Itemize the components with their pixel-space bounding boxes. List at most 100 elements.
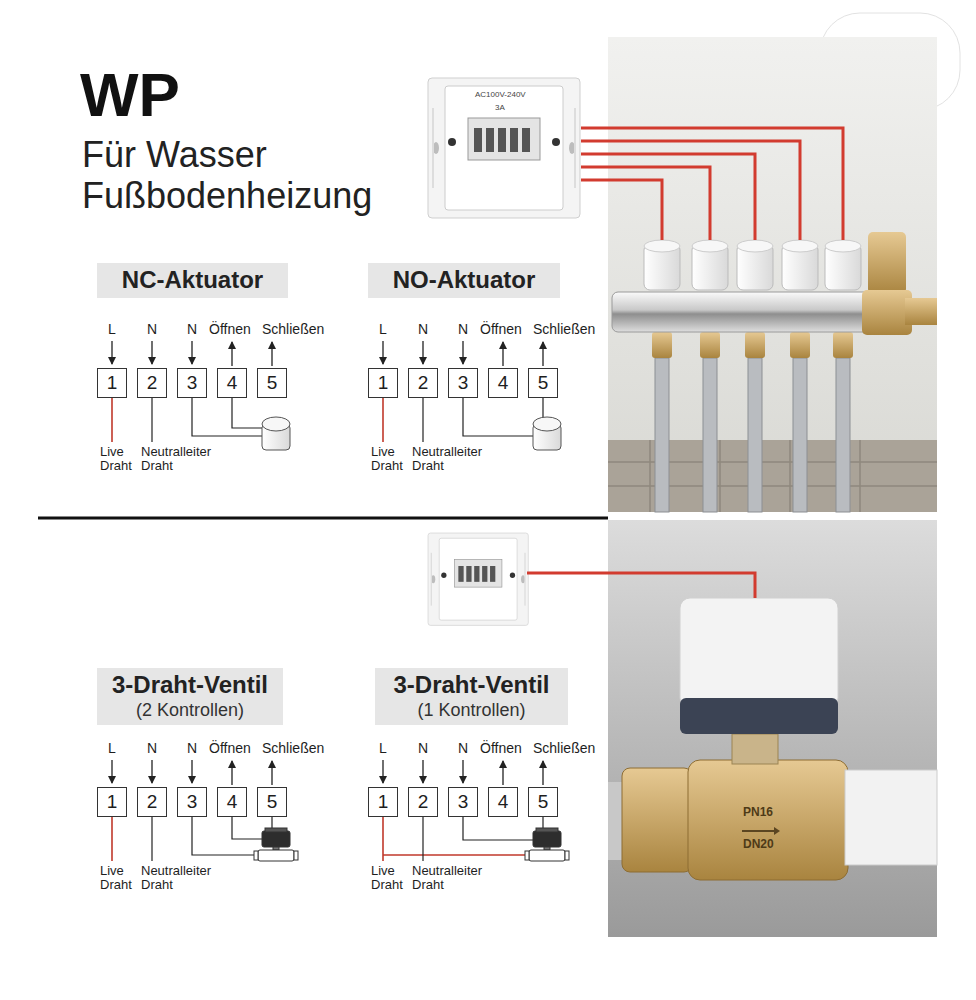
header-subtext: (1 Kontrollen): [417, 699, 525, 721]
terminal-box: 1: [97, 787, 127, 817]
wire-name: Live Draht: [371, 445, 415, 472]
wire: [151, 398, 152, 442]
manifold-photo: [745, 332, 765, 358]
thermostat-device: [428, 78, 580, 218]
terminal-box: 5: [257, 368, 287, 398]
actuator-symbol: [262, 417, 561, 450]
valve-symbol: [529, 850, 565, 861]
terminal-number: 4: [227, 369, 238, 396]
manifold-photo: [700, 332, 720, 358]
valve-photo: [622, 768, 692, 872]
thermostat-device: [428, 78, 580, 625]
terminal-box: 2: [408, 368, 438, 398]
wire: [542, 817, 543, 828]
terminal-number: 2: [418, 788, 429, 815]
signal-arrow: [151, 341, 152, 364]
wire: [542, 398, 543, 418]
signal-arrow: [111, 341, 112, 364]
signal-name: Schließen: [533, 321, 595, 337]
manifold-photo: [836, 358, 850, 512]
signal-name: N: [458, 740, 468, 756]
signal-arrow: [382, 341, 383, 364]
terminal-box: 1: [368, 368, 398, 398]
wire: [422, 817, 423, 861]
signal-name: L: [108, 321, 116, 337]
signal-arrow: [382, 760, 383, 783]
signal-arrow: [231, 761, 232, 785]
wire: [271, 817, 272, 828]
wire: [422, 398, 423, 442]
control-wire: [581, 180, 662, 240]
signal-name: Schließen: [262, 321, 324, 337]
terminal-box: 5: [257, 787, 287, 817]
signal-name: Öffnen: [480, 321, 522, 337]
terminal-box: 4: [217, 368, 247, 398]
terminal-number: 1: [107, 369, 118, 396]
manifold-photo: [833, 332, 853, 358]
valve-photo: [774, 827, 780, 835]
wire-name: Neutralleiter Draht: [141, 864, 225, 891]
signal-arrow: [542, 761, 543, 785]
wire: [232, 817, 262, 839]
manifold-photo: [825, 240, 861, 252]
title: WP: [80, 64, 180, 126]
signal-name: N: [458, 321, 468, 337]
signal-name: L: [108, 740, 116, 756]
terminal-number: 1: [107, 788, 118, 815]
wire: [192, 398, 262, 436]
terminal-box: 3: [448, 787, 478, 817]
manifold-photo: [868, 232, 906, 294]
signal-arrow: [462, 341, 463, 364]
terminal-box: 1: [97, 368, 127, 398]
control-wire: [581, 128, 843, 240]
terminal-box: 2: [137, 787, 167, 817]
valve-photo: [688, 760, 848, 880]
valve-photo: [608, 520, 937, 937]
manifold-photo: [652, 332, 672, 358]
signal-name: N: [147, 321, 157, 337]
header-subtext: (2 Kontrollen): [136, 699, 244, 721]
signal-name: N: [187, 321, 197, 337]
valve-marking: PN16: [743, 806, 773, 820]
section-divider: [38, 517, 608, 520]
terminal-number: 3: [458, 369, 469, 396]
wire: [232, 398, 262, 428]
header-text: 3-Draht-Ventil: [393, 671, 549, 699]
signal-name: N: [147, 740, 157, 756]
device-rating: AC100V-240V: [475, 90, 526, 99]
manifold-photo: [644, 240, 680, 252]
section-header: NO-Aktuator: [368, 263, 560, 298]
terminal-number: 1: [378, 788, 389, 815]
terminal-box: 1: [368, 787, 398, 817]
manifold-photo: [737, 240, 773, 252]
control-wire: [527, 573, 755, 598]
control-wire: [581, 154, 755, 240]
actuator-symbol: [533, 417, 561, 431]
terminal-box: 2: [137, 368, 167, 398]
terminal-number: 5: [267, 369, 278, 396]
valve-photo: [845, 770, 937, 865]
signal-arrow: [462, 760, 463, 783]
signal-name: N: [418, 740, 428, 756]
signal-arrow: [502, 342, 503, 366]
wire-name: Live Draht: [371, 864, 415, 891]
signal-arrow: [502, 761, 503, 785]
terminal-number: 3: [187, 369, 198, 396]
terminal-box: 2: [408, 787, 438, 817]
signal-arrow: [151, 760, 152, 783]
valve-photo: [742, 830, 774, 832]
terminal-number: 4: [227, 788, 238, 815]
wire-name: Live Draht: [100, 864, 144, 891]
signal-arrow: [422, 760, 423, 783]
signal-name: N: [418, 321, 428, 337]
thermostat-device: [428, 533, 528, 625]
actuator-symbol: [262, 417, 290, 431]
manifold-photo: [790, 332, 810, 358]
terminal-box: 5: [528, 368, 558, 398]
valve-photo: [680, 598, 838, 708]
manifold-photo: [608, 37, 937, 512]
valve-symbol: [565, 851, 569, 860]
wire-name: Live Draht: [100, 445, 144, 472]
header-text: NC-Aktuator: [122, 266, 263, 294]
valve-symbol: [262, 831, 290, 847]
